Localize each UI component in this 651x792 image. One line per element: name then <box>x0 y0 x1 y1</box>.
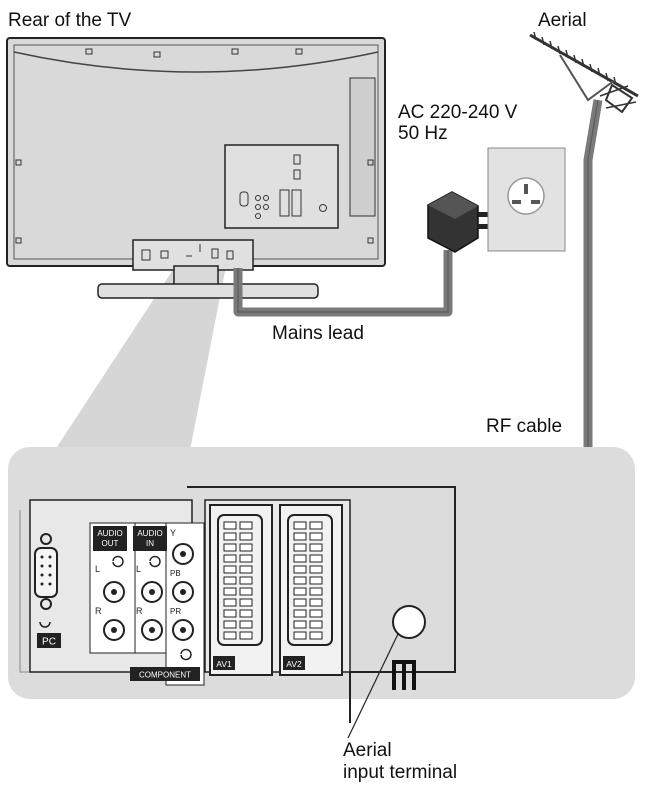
pc-label: PC <box>42 637 56 648</box>
scart-pin <box>309 609 323 618</box>
av2-label: AV2 <box>286 659 302 669</box>
scart-pin <box>293 598 307 607</box>
aerial-terminal <box>347 605 426 739</box>
pr-label: PR <box>170 607 181 616</box>
scart-pin <box>239 609 253 618</box>
scart-pin <box>239 554 253 563</box>
scart-pin <box>223 620 237 629</box>
scart-pin <box>293 543 307 552</box>
scart-pin <box>223 609 237 618</box>
y-label: Y <box>170 528 176 538</box>
scart-pin <box>239 521 253 530</box>
scart-pin <box>239 620 253 629</box>
rca-jacks <box>103 543 194 661</box>
scart-pin <box>293 565 307 574</box>
scart-pin <box>309 631 323 640</box>
scart-pin <box>223 521 237 530</box>
ac-voltage-label: AC 220-240 V <box>398 102 518 123</box>
scart-pin <box>309 565 323 574</box>
scart-pin <box>293 609 307 618</box>
scart-pin <box>309 532 323 541</box>
scart-pin <box>309 620 323 629</box>
mains-lead-label: Mains lead <box>272 323 364 344</box>
audio-in-label-1: AUDIO <box>137 529 162 538</box>
scart-pin <box>293 554 307 563</box>
scart-pin <box>239 543 253 552</box>
aerial-terminal-label-1: Aerial <box>343 740 392 761</box>
scart-pin <box>293 521 307 530</box>
scart-pin <box>309 587 323 596</box>
scart-pin <box>239 565 253 574</box>
scart-pin <box>223 631 237 640</box>
aerial-terminal-label-2: input terminal <box>343 762 458 783</box>
ac-frequency-label: 50 Hz <box>398 123 448 144</box>
wall-socket <box>487 147 566 252</box>
pc-port <box>34 533 61 648</box>
scart-pin <box>239 576 253 585</box>
av1-label: AV1 <box>216 659 232 669</box>
scart-pin <box>223 587 237 596</box>
scart-pin <box>239 598 253 607</box>
pb-label: PB <box>170 569 181 578</box>
tv-rear <box>6 37 386 299</box>
rf-cable-label: RF cable <box>486 416 563 437</box>
aerial-antenna <box>529 31 639 114</box>
scart-pin <box>309 543 323 552</box>
audio-in-label-2: IN <box>146 539 154 548</box>
mains-lead <box>233 250 453 317</box>
scart-pin <box>293 631 307 640</box>
audio-in-l-label: L <box>136 564 141 574</box>
scart-pin <box>309 598 323 607</box>
mains-plug <box>427 191 490 253</box>
scart-pin <box>239 587 253 596</box>
audio-out-r-label: R <box>95 606 102 616</box>
scart-pins <box>223 521 323 640</box>
audio-out-label-2: OUT <box>102 539 119 548</box>
scart-pin <box>309 521 323 530</box>
scart-pin <box>293 576 307 585</box>
audio-out-l-label: L <box>95 564 100 574</box>
scart-pin <box>223 565 237 574</box>
rear-tv-label: Rear of the TV <box>8 10 132 31</box>
scart-pin <box>239 532 253 541</box>
scart-pin <box>223 598 237 607</box>
scart-pin <box>223 543 237 552</box>
audio-in-r-label: R <box>136 606 143 616</box>
scart-pin <box>223 576 237 585</box>
component-label: COMPONENT <box>139 671 191 680</box>
audio-out-label-1: AUDIO <box>97 529 122 538</box>
scart-pin <box>239 631 253 640</box>
scart-pin <box>293 620 307 629</box>
scart-pin <box>293 587 307 596</box>
scart-pin <box>309 576 323 585</box>
scart-pin <box>309 554 323 563</box>
scart-pin <box>293 532 307 541</box>
aerial-label: Aerial <box>538 10 587 31</box>
scart-pin <box>223 532 237 541</box>
scart-pin <box>223 554 237 563</box>
